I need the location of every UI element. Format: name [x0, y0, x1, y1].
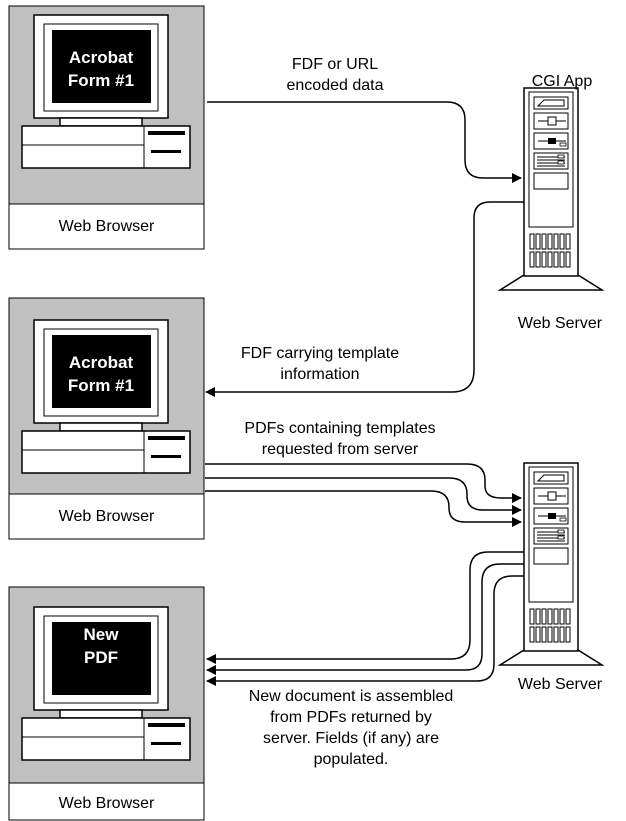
flow-3-label-line-2: requested from server	[261, 441, 419, 458]
browser-panel-2: Acrobat Form #1	[8, 297, 205, 540]
flow-2-label: FDF carrying template information	[220, 343, 420, 385]
flow-1-label: FDF or URL encoded data	[250, 54, 420, 96]
flow-4-label: New document is assembled from PDFs retu…	[218, 686, 484, 770]
flow-1-label-line-2: encoded data	[286, 77, 384, 94]
computer-3-screen-line-1: New	[84, 625, 120, 644]
flow-3-label-line-1: PDFs containing templates	[244, 420, 436, 437]
browser-2-caption: Web Browser	[58, 508, 155, 525]
flow-1-label-line-1: FDF or URL	[291, 56, 379, 73]
flow-2-label-line-2: information	[280, 366, 360, 383]
flow-3-label: PDFs containing templates requested from…	[225, 418, 455, 460]
flow-4-label-line-3: server. Fields (if any) are	[262, 730, 440, 747]
browser-panel-2-footer	[9, 494, 204, 539]
flow-3-arrow-1	[205, 463, 522, 503]
computer-2-screen-line-2: Form #1	[68, 376, 134, 395]
flow-3-arrow-2	[205, 477, 522, 515]
flow-3-arrow-3	[205, 490, 522, 527]
browser-panel-2-border	[8, 297, 205, 540]
flow-2-label-line-1: FDF carrying template	[240, 345, 400, 362]
computer-2-icon	[21, 319, 191, 474]
server-1-title: CGI App	[531, 73, 593, 90]
browser-panel-1-footer	[9, 204, 204, 249]
server-1-icon	[499, 87, 603, 291]
browser-panel-1-border	[8, 5, 205, 250]
flow-2-arrow	[205, 201, 524, 397]
flow-4-arrow-1	[206, 551, 524, 664]
computer-2-screen-line-1: Acrobat	[69, 353, 134, 372]
flow-4-label-line-4: populated.	[313, 751, 389, 768]
server-1-caption: Web Server	[517, 315, 603, 332]
computer-1-screen-line-1: Acrobat	[69, 48, 134, 67]
browser-panel-3-border	[8, 586, 205, 821]
computer-1-screen-line-2: Form #1	[68, 71, 134, 90]
browser-panel-3-footer	[9, 783, 204, 820]
computer-3-screen-line-2: PDF	[84, 648, 118, 667]
flow-4-label-line-2: from PDFs returned by	[270, 709, 432, 726]
flow-1-arrow	[207, 101, 522, 183]
flow-4-label-line-1: New document is assembled	[248, 688, 454, 705]
server-2-caption: Web Server	[517, 676, 603, 693]
flow-4-arrow-2	[206, 563, 524, 675]
flow-4-arrow-3	[206, 575, 524, 686]
browser-panel-3: New PDF	[8, 586, 205, 821]
browser-panel-1: Acrobat Form #1	[8, 5, 205, 250]
computer-1-icon	[21, 14, 191, 169]
browser-3-caption: Web Browser	[58, 795, 155, 812]
browser-1-caption: Web Browser	[58, 218, 155, 235]
